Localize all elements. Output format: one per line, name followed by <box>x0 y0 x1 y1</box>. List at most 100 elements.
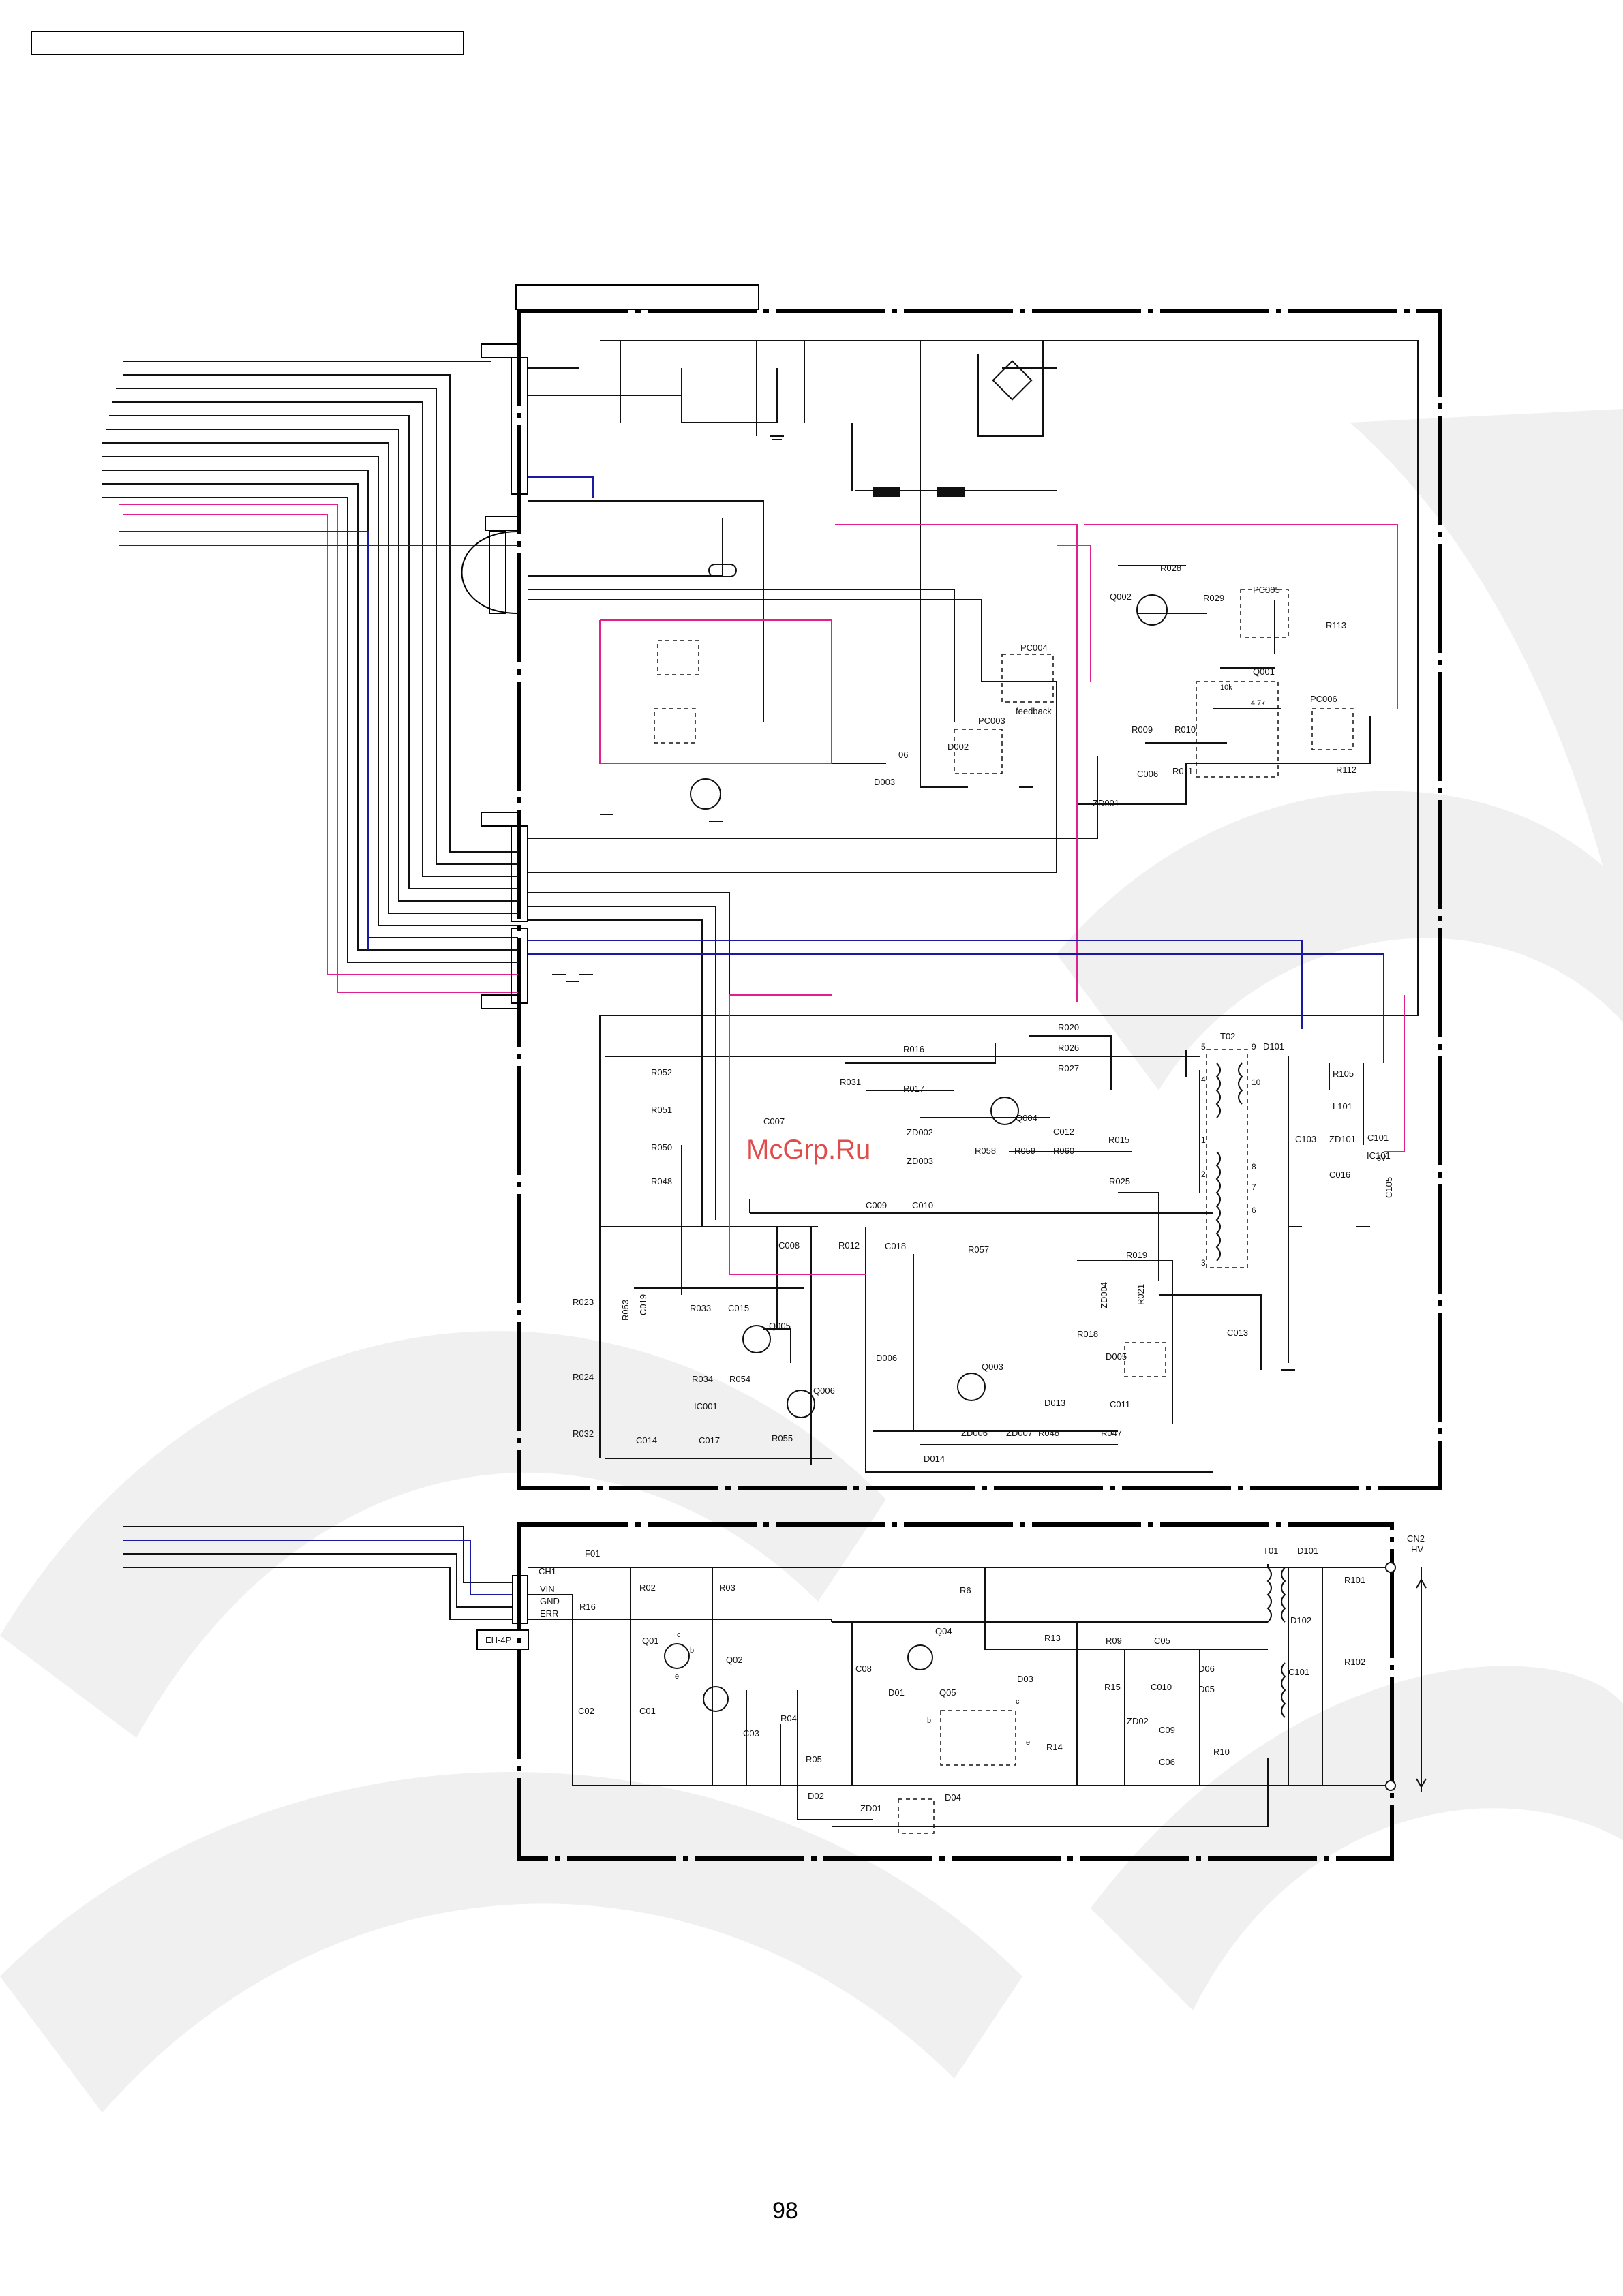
label-ic101-5v: 5V <box>1377 1154 1386 1163</box>
label-r04: R04 <box>780 1713 797 1724</box>
label-r053: R053 <box>620 1300 631 1321</box>
label-l101: L101 <box>1333 1101 1352 1112</box>
label-r112: R112 <box>1336 765 1356 775</box>
transformer-t02-icon <box>1215 1062 1243 1261</box>
label-q006: Q006 <box>813 1386 835 1396</box>
label-r010: R010 <box>1174 724 1196 735</box>
label-c006: C006 <box>1137 769 1158 779</box>
label-d04: D04 <box>945 1792 961 1803</box>
lower-wiring <box>528 1564 1422 1827</box>
pink-wiring <box>599 524 1405 1275</box>
label-d003: D003 <box>874 777 895 787</box>
t02-pin-7: 7 <box>1252 1182 1256 1192</box>
label-c018: C018 <box>885 1241 906 1251</box>
label-r047: R047 <box>1101 1428 1122 1438</box>
label-r03: R03 <box>719 1582 735 1593</box>
label-zd002: ZD002 <box>907 1127 933 1137</box>
label-f01: F01 <box>585 1548 600 1559</box>
harness-wires <box>102 361 518 993</box>
label-r6: R6 <box>960 1585 971 1595</box>
upper-connector-top <box>481 343 528 495</box>
label-c010: C010 <box>1151 1682 1172 1692</box>
label-c09: C09 <box>1159 1725 1175 1735</box>
t02-pin-2: 2 <box>1201 1169 1206 1179</box>
label-err: ERR <box>540 1608 558 1619</box>
label-c01: C01 <box>639 1706 656 1716</box>
transistor-icon <box>957 1373 986 1401</box>
label-q01: Q01 <box>642 1636 659 1646</box>
label-zd001: ZD001 <box>1093 798 1119 808</box>
pin-c-q01: c <box>677 1631 681 1639</box>
transistor-icon <box>690 778 721 810</box>
label-r011: R011 <box>1172 766 1193 776</box>
label-c101: C101 <box>1288 1667 1309 1677</box>
watermark-text: McGrp.Ru <box>746 1135 870 1165</box>
label-c015: C015 <box>728 1303 749 1313</box>
label-zd003: ZD003 <box>907 1156 933 1166</box>
transistor-icon <box>990 1097 1019 1125</box>
upper-connector-low <box>481 812 528 1009</box>
label-d102: D102 <box>1290 1615 1311 1625</box>
label-r031: R031 <box>840 1077 861 1087</box>
label-r113: R113 <box>1326 620 1346 630</box>
label-r054: R054 <box>729 1374 750 1384</box>
transistor-icon <box>907 1644 933 1670</box>
label-r021: R021 <box>1136 1284 1146 1305</box>
label-pc004: PC004 <box>1020 643 1048 653</box>
transistor-icon <box>787 1390 815 1418</box>
label-d014: D014 <box>924 1454 945 1464</box>
label-r033: R033 <box>690 1303 711 1313</box>
upper-board: McGrp.Ru Q002 Q001 Q004 Q005 Q006 Q003 P… <box>102 309 1442 1490</box>
label-c06: C06 <box>1159 1757 1175 1767</box>
label-zd02: ZD02 <box>1127 1716 1149 1726</box>
label-q05: Q05 <box>939 1687 956 1698</box>
upper-board-outline <box>517 309 1442 1490</box>
label-d013: D013 <box>1044 1398 1065 1408</box>
hv-arrow <box>1416 1578 1427 1788</box>
label-c016: C016 <box>1329 1169 1350 1180</box>
transistor-icon <box>742 1325 771 1353</box>
label-r060: R060 <box>1053 1146 1074 1156</box>
label-pc005: PC005 <box>1253 585 1280 595</box>
t02-pin-3: 3 <box>1201 1258 1206 1268</box>
upper-fuse-symbols <box>708 360 1033 577</box>
page-number: 98 <box>772 2198 798 2224</box>
label-q002: Q002 <box>1110 592 1132 602</box>
ground-icons <box>552 435 1370 1371</box>
lower-harness <box>123 1526 529 1650</box>
label-r028: R028 <box>1160 563 1181 573</box>
label-r009: R009 <box>1132 724 1153 735</box>
label-r15: R15 <box>1104 1682 1121 1692</box>
label-q001-4k7: 4.7k <box>1251 699 1265 707</box>
pin-b-q05: b <box>927 1717 931 1725</box>
header-title-box <box>31 31 464 55</box>
label-d05: D05 <box>1198 1684 1215 1694</box>
label-r02: R02 <box>639 1582 656 1593</box>
label-feedback: feedback <box>1016 706 1052 716</box>
label-q001-10k: 10k <box>1220 684 1232 692</box>
eh4p-connector <box>512 1575 528 1624</box>
label-q02: Q02 <box>726 1655 743 1665</box>
label-r102: R102 <box>1344 1657 1365 1667</box>
label-d101: D101 <box>1263 1041 1284 1052</box>
label-r015: R015 <box>1108 1135 1129 1145</box>
label-zd007: ZD007 <box>1006 1428 1033 1438</box>
label-r05: R05 <box>806 1754 822 1764</box>
label-zd01: ZD01 <box>860 1803 882 1813</box>
label-c103: C103 <box>1295 1134 1316 1144</box>
hv-terminal-top <box>1385 1562 1396 1573</box>
label-c02: C02 <box>578 1706 594 1716</box>
label-r050: R050 <box>651 1142 672 1152</box>
label-r051: R051 <box>651 1105 672 1115</box>
pin-b-q01: b <box>690 1647 694 1655</box>
label-r032: R032 <box>573 1428 594 1439</box>
label-r017: R017 <box>903 1084 924 1094</box>
label-r034: R034 <box>692 1374 713 1384</box>
hv-terminal-bottom <box>1385 1780 1396 1791</box>
label-r024: R024 <box>573 1372 594 1382</box>
background-watermark-shapes <box>0 409 1623 2113</box>
label-zd101: ZD101 <box>1329 1134 1356 1144</box>
label-gnd: GND <box>540 1596 560 1606</box>
label-q003: Q003 <box>982 1362 1003 1372</box>
label-c105: C105 <box>1384 1177 1394 1198</box>
